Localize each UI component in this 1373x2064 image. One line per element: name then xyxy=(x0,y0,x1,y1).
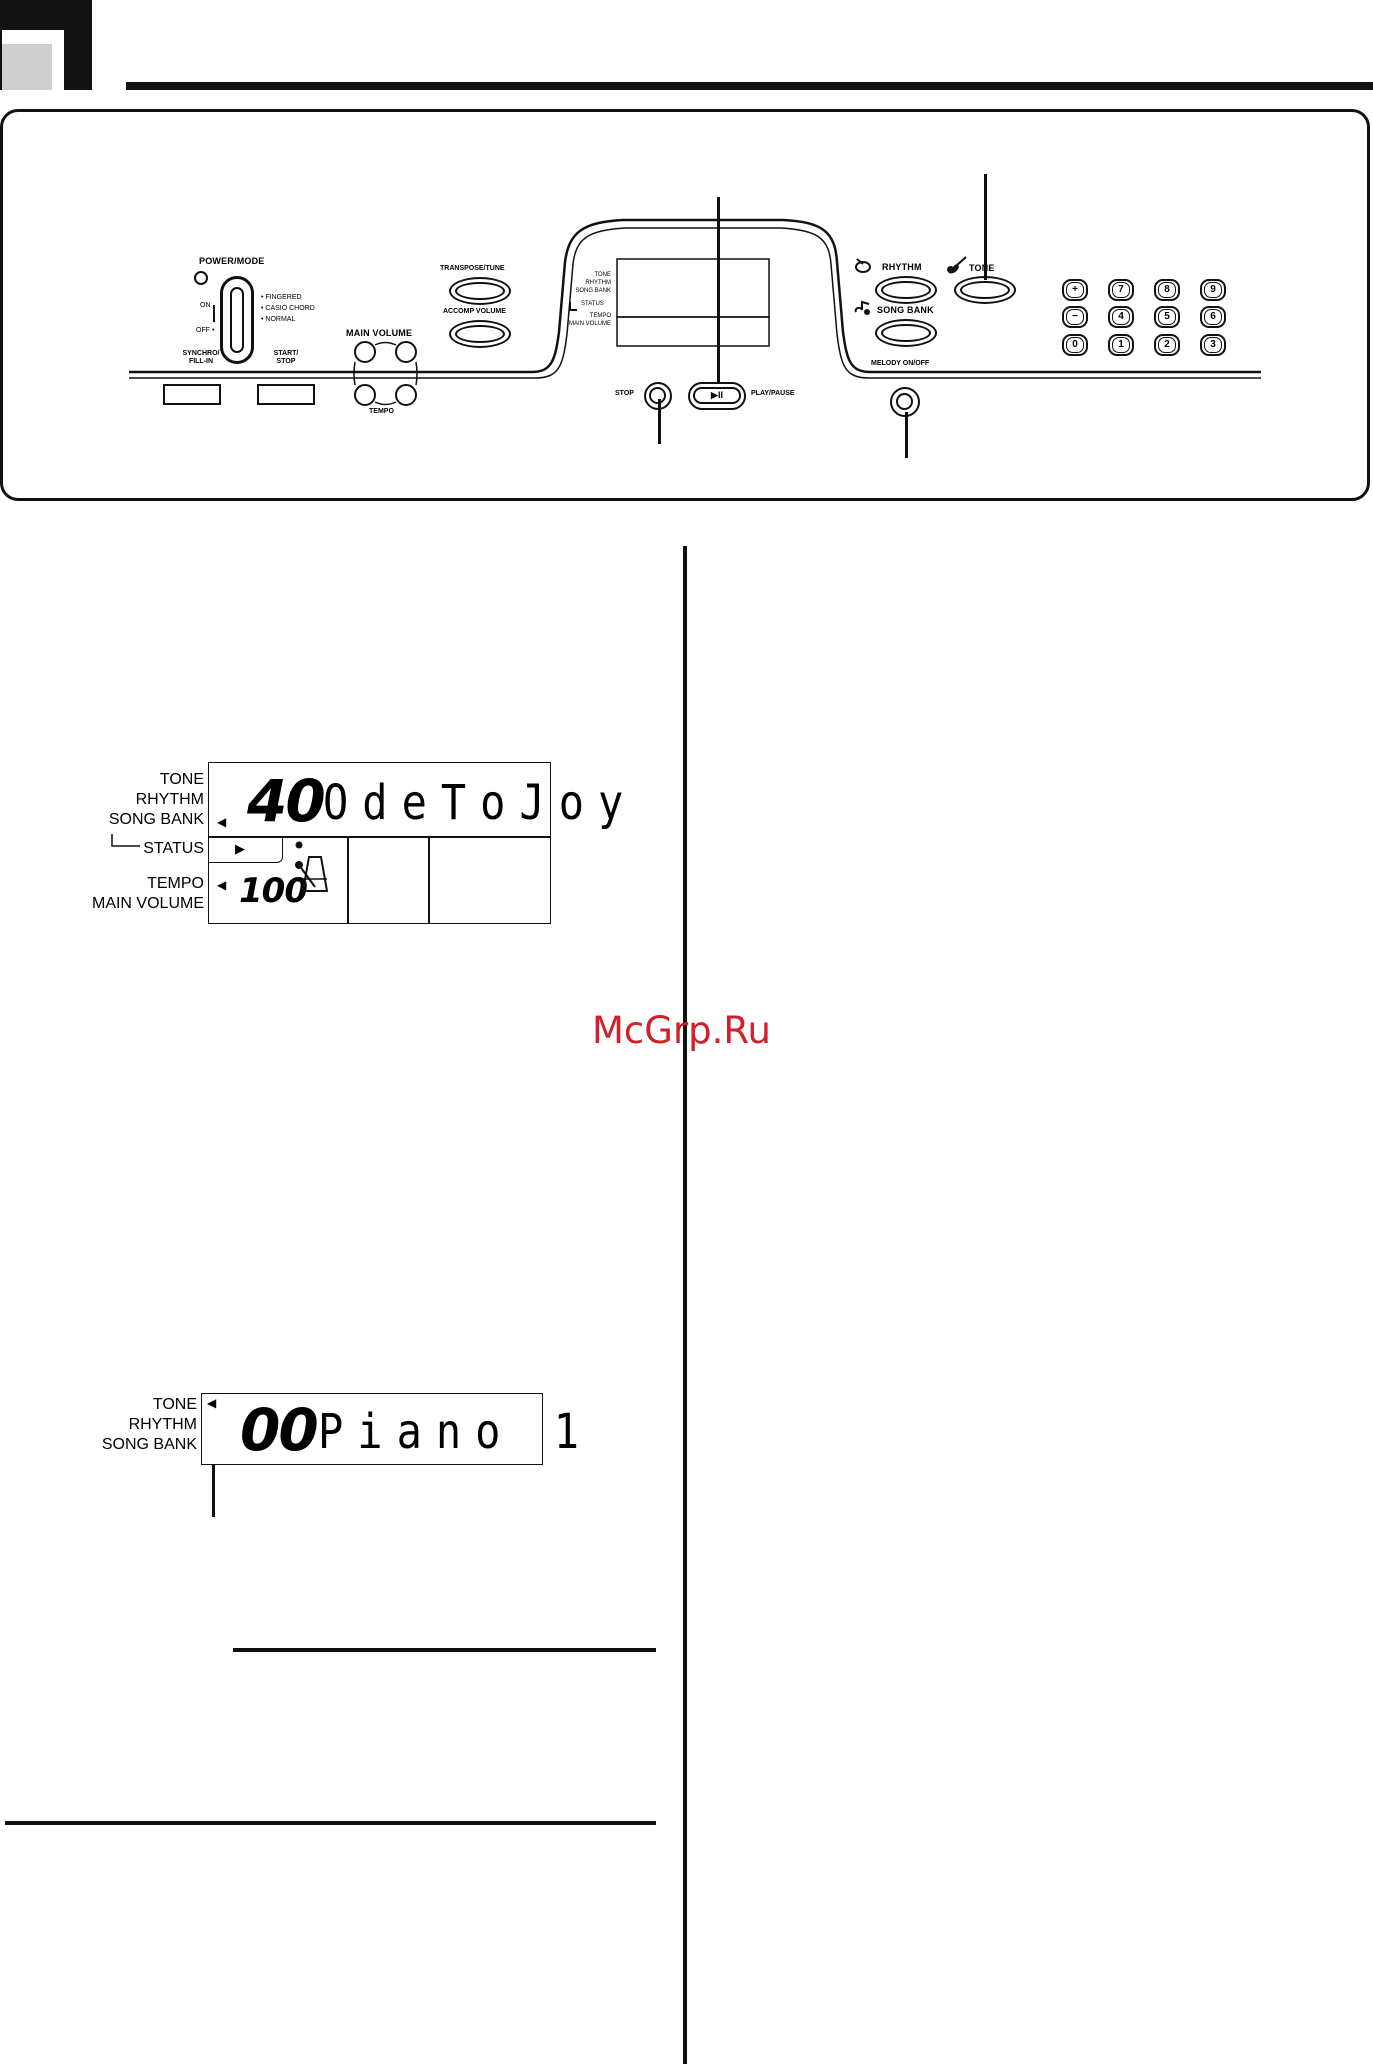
callout-stop xyxy=(658,399,661,444)
power-mode-switch[interactable] xyxy=(220,276,254,364)
callout-tone xyxy=(984,174,987,280)
play-pause-icon: ▶II xyxy=(693,387,741,404)
panel-disp-status: STATUS xyxy=(581,301,604,307)
song-bank-icon xyxy=(854,300,870,315)
transpose-tune-button[interactable] xyxy=(449,277,511,305)
corner-notch xyxy=(2,30,64,44)
key-3[interactable]: 3 xyxy=(1200,334,1226,356)
d1-label-tone: TONE xyxy=(159,771,204,788)
key-2[interactable]: 2 xyxy=(1154,334,1180,356)
panel-disp-tone: TONE xyxy=(594,272,611,278)
d1-label-tempo: TEMPO xyxy=(147,875,204,892)
play-pause-button[interactable]: ▶II xyxy=(688,382,746,410)
stop-button-label: STOP xyxy=(615,390,634,397)
mode-fingered: • FINGERED xyxy=(261,294,302,301)
d2-callout xyxy=(212,1461,215,1517)
fill-in-label: FILL-IN xyxy=(188,358,214,365)
violin-icon xyxy=(947,256,967,274)
d1-song-name: OdeToJoy xyxy=(323,774,638,831)
metronome-icon xyxy=(295,841,329,892)
section-rule xyxy=(233,1648,656,1652)
tempo-label: TEMPO xyxy=(369,408,394,415)
synchro-fill-in-button[interactable] xyxy=(163,384,221,405)
accomp-volume-label: ACCOMP VOLUME xyxy=(443,308,506,315)
panel-disp-song-bank: SONG BANK xyxy=(575,288,611,294)
tone-label: TONE xyxy=(969,263,995,273)
panel-disp-main-volume: MAIN VOLUME xyxy=(568,321,611,327)
off-label: OFF • xyxy=(196,327,215,334)
panel-disp-tempo: TEMPO xyxy=(589,313,611,319)
d1-tone-number: 40 xyxy=(247,767,326,835)
play-pause-label: PLAY/PAUSE xyxy=(751,390,795,397)
accomp-volume-button[interactable] xyxy=(449,320,511,348)
d1-label-status: STATUS xyxy=(143,840,204,857)
synchro-label: SYNCHRO/ xyxy=(182,350,220,357)
key-4[interactable]: 4 xyxy=(1108,306,1134,328)
d1-tempo-pointer-icon: ◀ xyxy=(217,878,227,892)
stop-label: STOP xyxy=(276,358,296,365)
d1-status-arrow-icon: ▶ xyxy=(235,841,245,856)
header-rule xyxy=(126,82,1373,90)
control-panel-illustration: POWER/MODE ON OFF • • FINGERED • CASIO C… xyxy=(0,109,1370,501)
mode-normal: • NORMAL xyxy=(261,316,296,323)
rhythm-button[interactable] xyxy=(875,276,937,304)
panel-disp-rhythm: RHYTHM xyxy=(585,280,611,286)
d1-label-song-bank: SONG BANK xyxy=(108,811,204,828)
d2-tone-number: 00 xyxy=(240,1396,319,1464)
callout-melody xyxy=(905,412,908,458)
d1-tempo-value: 100 xyxy=(239,871,308,911)
key-minus[interactable]: − xyxy=(1062,306,1088,328)
d1-pointer-icon: ◀ xyxy=(217,815,227,829)
callout-play-pause xyxy=(717,197,720,383)
power-mode-label: POWER/MODE xyxy=(199,256,265,266)
key-7[interactable]: 7 xyxy=(1108,279,1134,301)
d1-label-main-volume: MAIN VOLUME xyxy=(91,895,204,912)
key-8[interactable]: 8 xyxy=(1154,279,1180,301)
d2-pointer-icon: ◀ xyxy=(207,1396,217,1410)
mode-casio-chord: • CASIO CHORD xyxy=(261,305,315,312)
song-bank-label: SONG BANK xyxy=(877,305,934,315)
corner-tab xyxy=(2,44,64,90)
d2-label-rhythm: RHYTHM xyxy=(128,1416,197,1433)
column-divider xyxy=(683,546,687,2064)
section-rule-long xyxy=(5,1821,656,1825)
drum-icon xyxy=(855,258,871,273)
melody-label: MELODY ON/OFF xyxy=(871,360,930,367)
transpose-label: TRANSPOSE/TUNE xyxy=(440,265,505,272)
tone-button[interactable] xyxy=(954,276,1016,304)
lcd-display-tone: ◀ 00 Piano 1 xyxy=(201,1393,579,1465)
lcd-display-song: ▶ ◀ ◀ 40 OdeToJoy 100 xyxy=(208,762,623,924)
key-0[interactable]: 0 xyxy=(1062,334,1088,356)
d2-tone-name: Piano 1 xyxy=(318,1403,594,1460)
panel-outline xyxy=(129,218,1261,406)
main-volume-label: MAIN VOLUME xyxy=(346,328,413,338)
start-label: START/ xyxy=(273,350,299,357)
song-bank-button[interactable] xyxy=(875,319,937,347)
d2-label-tone: TONE xyxy=(152,1396,197,1413)
key-9[interactable]: 9 xyxy=(1200,279,1226,301)
key-6[interactable]: 6 xyxy=(1200,306,1226,328)
key-plus[interactable]: + xyxy=(1062,279,1088,301)
key-5[interactable]: 5 xyxy=(1154,306,1180,328)
watermark: McGrp.Ru xyxy=(592,1009,771,1052)
key-1[interactable]: 1 xyxy=(1108,334,1134,356)
rhythm-label: RHYTHM xyxy=(882,262,922,272)
start-stop-button[interactable] xyxy=(257,384,315,405)
d1-status-bracket xyxy=(111,834,140,847)
on-label: ON xyxy=(200,302,211,309)
d2-label-song-bank: SONG BANK xyxy=(101,1436,197,1453)
d1-label-rhythm: RHYTHM xyxy=(135,791,204,808)
